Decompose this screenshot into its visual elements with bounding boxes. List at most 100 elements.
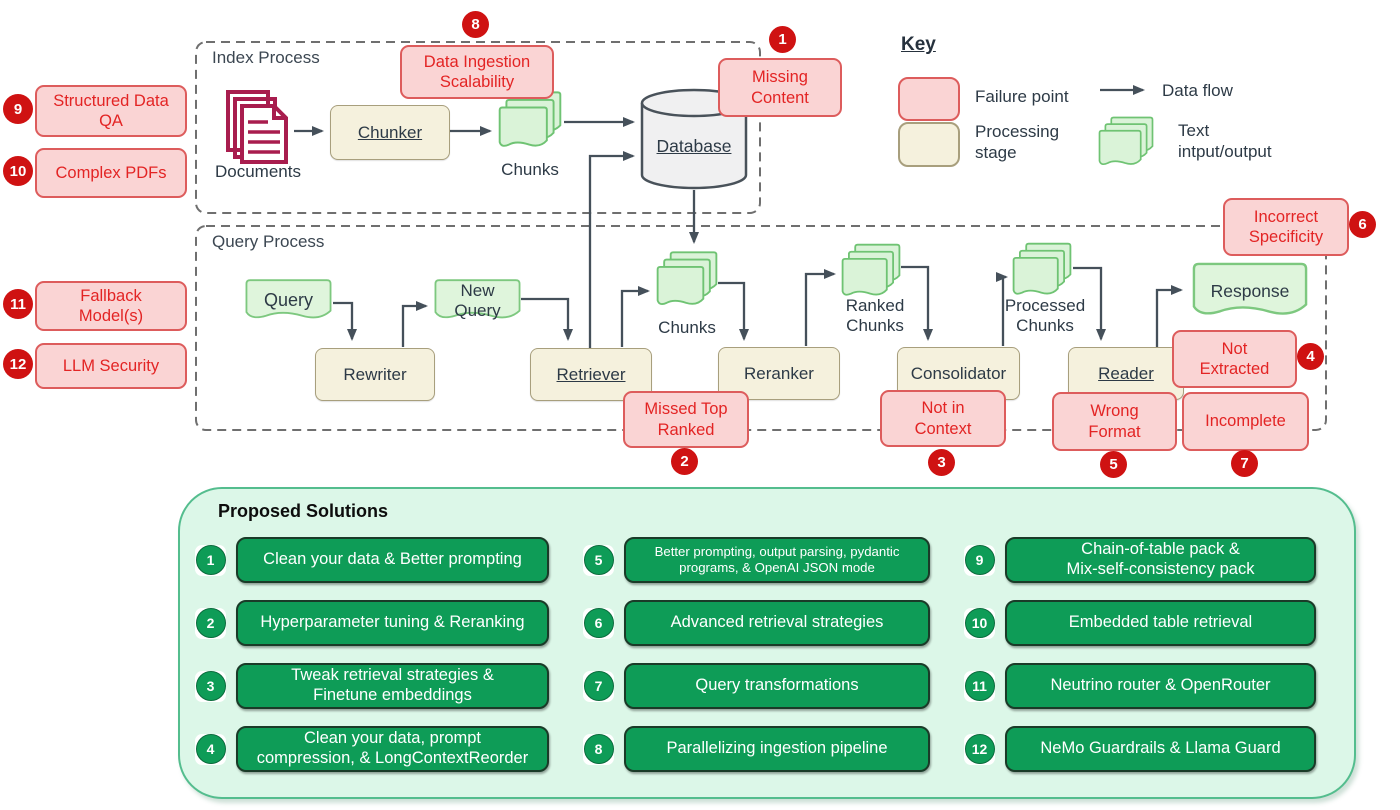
solution-item-12: 12 NeMo Guardrails & Llama Guard <box>964 726 1316 772</box>
query-process-box <box>195 225 1327 431</box>
failure-missed-top-ranked: Missed Top Ranked <box>623 391 749 448</box>
failure-label: Incomplete <box>1205 412 1286 431</box>
key-textio-label: Text intput/output <box>1178 121 1272 162</box>
solutions-grid: 1 Clean your data & Better prompting 5 B… <box>195 537 1316 772</box>
solution-item-3: 3 Tweak retrieval strategies & Finetune … <box>195 663 549 709</box>
solution-badge-8: 8 <box>583 733 614 765</box>
failure-fallback-models: Fallback Model(s) <box>35 281 187 331</box>
arrow-rewriter-newquery <box>401 301 428 347</box>
solution-item-2: 2 Hyperparameter tuning & Reranking <box>195 600 549 646</box>
reader-stage: Reader <box>1068 347 1184 400</box>
key-failure-label: Failure point <box>975 87 1069 106</box>
rewriter-stage: Rewriter <box>315 348 435 401</box>
solution-badge-6: 6 <box>583 607 614 639</box>
ranked-chunks-icon <box>843 245 900 295</box>
query-doc-label: Query <box>263 290 314 311</box>
index-process-box <box>195 41 761 214</box>
chunker-stage: Chunker <box>330 105 450 160</box>
failure-label: Wrong Format <box>1088 402 1141 441</box>
documents-icon <box>226 90 288 164</box>
solution-pill-5: Better prompting, output parsing, pydant… <box>624 537 930 583</box>
key-failure-swatch <box>898 77 960 121</box>
failure-missing-content: Missing Content <box>718 58 842 117</box>
failure-badge-1: 1 <box>769 26 796 53</box>
solution-pill-8: Parallelizing ingestion pipeline <box>624 726 930 772</box>
rewriter-label: Rewriter <box>343 364 407 384</box>
failure-label: Fallback Model(s) <box>78 286 144 325</box>
failure-not-in-context: Not in Context <box>880 390 1006 447</box>
key-dataflow-label: Data flow <box>1162 81 1233 100</box>
failure-badge-9: 9 <box>3 94 33 124</box>
index-process-title: Index Process <box>212 48 320 67</box>
ranked-chunks-label: Ranked Chunks <box>845 296 905 336</box>
arrow-reader-response <box>1155 285 1183 347</box>
failure-badge-8: 8 <box>462 11 489 38</box>
solution-pill-11: Neutrino router & OpenRouter <box>1005 663 1316 709</box>
solution-badge-4: 4 <box>195 733 226 765</box>
database-link[interactable]: Database <box>656 136 732 156</box>
solution-item-5: 5 Better prompting, output parsing, pyda… <box>583 537 930 583</box>
reranker-label: Reranker <box>744 363 814 383</box>
arrow-query-rewriter <box>333 301 357 341</box>
proposed-solutions-title: Proposed Solutions <box>218 501 389 521</box>
key-title: Key <box>901 34 936 55</box>
chunker-link[interactable]: Chunker <box>357 122 423 142</box>
arrow-chunks-reranker <box>718 281 749 341</box>
failure-label: Missed Top Ranked <box>644 400 728 439</box>
failure-badge-7: 7 <box>1231 450 1258 477</box>
solution-pill-12: NeMo Guardrails & Llama Guard <box>1005 726 1316 772</box>
failure-badge-12: 12 <box>3 349 33 379</box>
response-doc-label: Response <box>1210 280 1290 301</box>
failure-label: Not Extracted <box>1199 339 1270 378</box>
solution-item-9: 9 Chain-of-table pack & Mix-self-consist… <box>964 537 1316 583</box>
solution-item-7: 7 Query transformations <box>583 663 930 709</box>
solution-pill-3: Tweak retrieval strategies & Finetune em… <box>236 663 549 709</box>
failure-label: Missing Content <box>751 68 809 107</box>
text-io-shapes <box>245 262 1308 319</box>
solution-badge-7: 7 <box>583 670 614 702</box>
query-chunks-label: Chunks <box>658 318 716 337</box>
failure-complex-pdfs: Complex PDFs <box>35 148 187 198</box>
processed-chunks-label: Processed Chunks <box>1004 296 1086 336</box>
solution-badge-1: 1 <box>195 544 226 576</box>
solution-badge-10: 10 <box>964 607 995 639</box>
failure-label: Incorrect Specificity <box>1248 207 1324 246</box>
index-chunks-label: Chunks <box>501 160 559 179</box>
failure-label: Data Ingestion Scalability <box>423 52 531 91</box>
solution-badge-2: 2 <box>195 607 226 639</box>
failure-llm-security: LLM Security <box>35 343 187 389</box>
failure-data-ingestion-scalability: Data Ingestion Scalability <box>400 45 554 99</box>
failure-badge-2: 2 <box>671 448 698 475</box>
arrow-rankedchunks-consolidator <box>901 265 933 341</box>
key-stage-label: Processing stage <box>975 122 1060 163</box>
arrow-retriever-database <box>588 151 635 348</box>
failure-badge-5: 5 <box>1100 451 1127 478</box>
proposed-solutions-panel: Proposed Solutions 1 Clean your data & B… <box>178 487 1356 799</box>
arrow-consolidator-processedchunks <box>996 272 1008 346</box>
solution-pill-2: Hyperparameter tuning & Reranking <box>236 600 549 646</box>
retriever-link[interactable]: Retriever <box>556 364 626 384</box>
documents-label: Documents <box>215 162 301 181</box>
failure-structured-data-qa: Structured Data QA <box>35 85 187 137</box>
solution-item-6: 6 Advanced retrieval strategies <box>583 600 930 646</box>
solution-pill-1: Clean your data & Better prompting <box>236 537 549 583</box>
solution-badge-5: 5 <box>583 544 614 576</box>
arrow-newquery-retriever <box>521 297 573 341</box>
solution-badge-12: 12 <box>964 733 995 765</box>
database-label: Database <box>642 136 746 157</box>
solution-badge-11: 11 <box>964 670 995 702</box>
failure-label: LLM Security <box>62 356 160 375</box>
data-flow-arrows <box>294 85 1183 348</box>
solution-item-1: 1 Clean your data & Better prompting <box>195 537 549 583</box>
reader-link[interactable]: Reader <box>1098 363 1154 383</box>
failure-label: Complex PDFs <box>55 163 167 182</box>
failure-badge-3: 3 <box>928 449 955 476</box>
arrow-retriever-chunks <box>620 286 650 347</box>
solution-pill-7: Query transformations <box>624 663 930 709</box>
solution-pill-10: Embedded table retrieval <box>1005 600 1316 646</box>
arrow-reranker-rankedchunks <box>804 269 836 346</box>
query-process-title: Query Process <box>212 232 325 251</box>
index-chunks-icon <box>500 92 561 145</box>
key-text-io-icon <box>1100 117 1153 164</box>
